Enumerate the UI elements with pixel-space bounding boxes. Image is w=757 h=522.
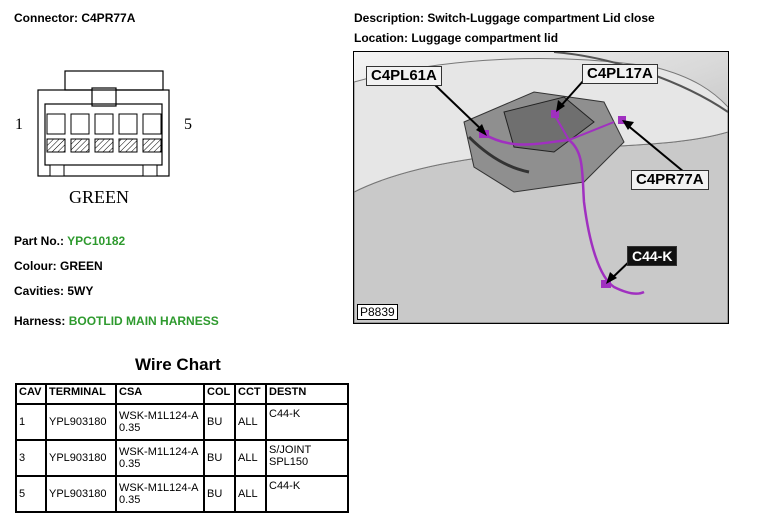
location-photo: C4PL61A C4PL17A C4PR77A C44-K P8839 xyxy=(353,51,729,324)
description-line: Description: Switch-Luggage compartment … xyxy=(354,11,655,25)
column-header: DESTN xyxy=(265,383,349,405)
description-value: Switch-Luggage compartment Lid close xyxy=(427,11,655,25)
cavities-line: Cavities: 5WY xyxy=(14,284,93,298)
connector-colour-caption: GREEN xyxy=(69,187,129,207)
cell-terminal: YPL903180 xyxy=(45,439,117,477)
part-number-label: Part No.: xyxy=(14,234,65,248)
cell-destn: S/JOINT SPL150 xyxy=(265,439,349,477)
colour-label: Colour: xyxy=(14,259,57,273)
location-line: Location: Luggage compartment lid xyxy=(354,31,558,45)
colour-line: Colour: GREEN xyxy=(14,259,103,273)
table-row: 5 YPL903180 WSK-M1L124-A 0.35 BU ALL C44… xyxy=(15,475,349,513)
cell-cct: ALL xyxy=(234,439,267,477)
cell-cct: ALL xyxy=(234,403,267,441)
column-header: COL xyxy=(203,383,236,405)
wire-chart-header-row: CAV TERMINAL CSA COL CCT DESTN xyxy=(15,383,349,405)
column-header: CSA xyxy=(115,383,205,405)
cell-csa: WSK-M1L124-A 0.35 xyxy=(115,403,205,441)
callout-c4pr77a: C4PR77A xyxy=(631,170,709,190)
connector-id: C4PR77A xyxy=(81,11,136,25)
colour-value: GREEN xyxy=(60,259,103,273)
cavities-value: 5WY xyxy=(67,284,94,298)
table-row: 3 YPL903180 WSK-M1L124-A 0.35 BU ALL S/J… xyxy=(15,439,349,477)
wire-chart-table: CAV TERMINAL CSA COL CCT DESTN 1 YPL9031… xyxy=(15,383,349,513)
column-header: CAV xyxy=(15,383,47,405)
terminal-windows xyxy=(46,113,162,135)
callout-c4pl17a: C4PL17A xyxy=(582,64,658,84)
cell-col: BU xyxy=(203,403,236,441)
callout-c4pl61a: C4PL61A xyxy=(366,66,442,86)
connector-label: Connector: xyxy=(14,11,78,25)
table-row: 1 YPL903180 WSK-M1L124-A 0.35 BU ALL C44… xyxy=(15,403,349,441)
harness-value: BOOTLID MAIN HARNESS xyxy=(68,314,219,328)
cell-cav: 5 xyxy=(15,475,47,513)
cell-csa: WSK-M1L124-A 0.35 xyxy=(115,439,205,477)
part-number-line: Part No.: YPC10182 xyxy=(14,234,125,248)
cavity-hatches xyxy=(46,138,162,153)
location-label: Location: xyxy=(354,31,408,45)
callout-c44-k: C44-K xyxy=(627,246,678,266)
connector-line: Connector: C4PR77A xyxy=(14,11,135,25)
harness-line: Harness: BOOTLID MAIN HARNESS xyxy=(14,314,219,328)
location-value: Luggage compartment lid xyxy=(411,31,559,45)
pin-number-right: 5 xyxy=(184,116,192,133)
cell-cct: ALL xyxy=(234,475,267,513)
description-label: Description: xyxy=(354,11,425,25)
cell-destn: C44-K xyxy=(265,403,349,441)
part-number-value: YPC10182 xyxy=(67,234,126,248)
pin-number-left: 1 xyxy=(15,116,23,133)
cell-col: BU xyxy=(203,475,236,513)
photo-code: P8839 xyxy=(357,304,398,320)
column-header: TERMINAL xyxy=(45,383,117,405)
cell-terminal: YPL903180 xyxy=(45,475,117,513)
wire-chart-title: Wire Chart xyxy=(135,355,221,374)
cell-cav: 1 xyxy=(15,403,47,441)
cell-destn: C44-K xyxy=(265,475,349,513)
harness-label: Harness: xyxy=(14,314,66,328)
cavities-label: Cavities: xyxy=(14,284,65,298)
column-header: CCT xyxy=(234,383,267,405)
cell-col: BU xyxy=(203,439,236,477)
connector-face-diagram xyxy=(37,70,170,177)
cell-csa: WSK-M1L124-A 0.35 xyxy=(115,475,205,513)
cell-terminal: YPL903180 xyxy=(45,403,117,441)
cell-cav: 3 xyxy=(15,439,47,477)
